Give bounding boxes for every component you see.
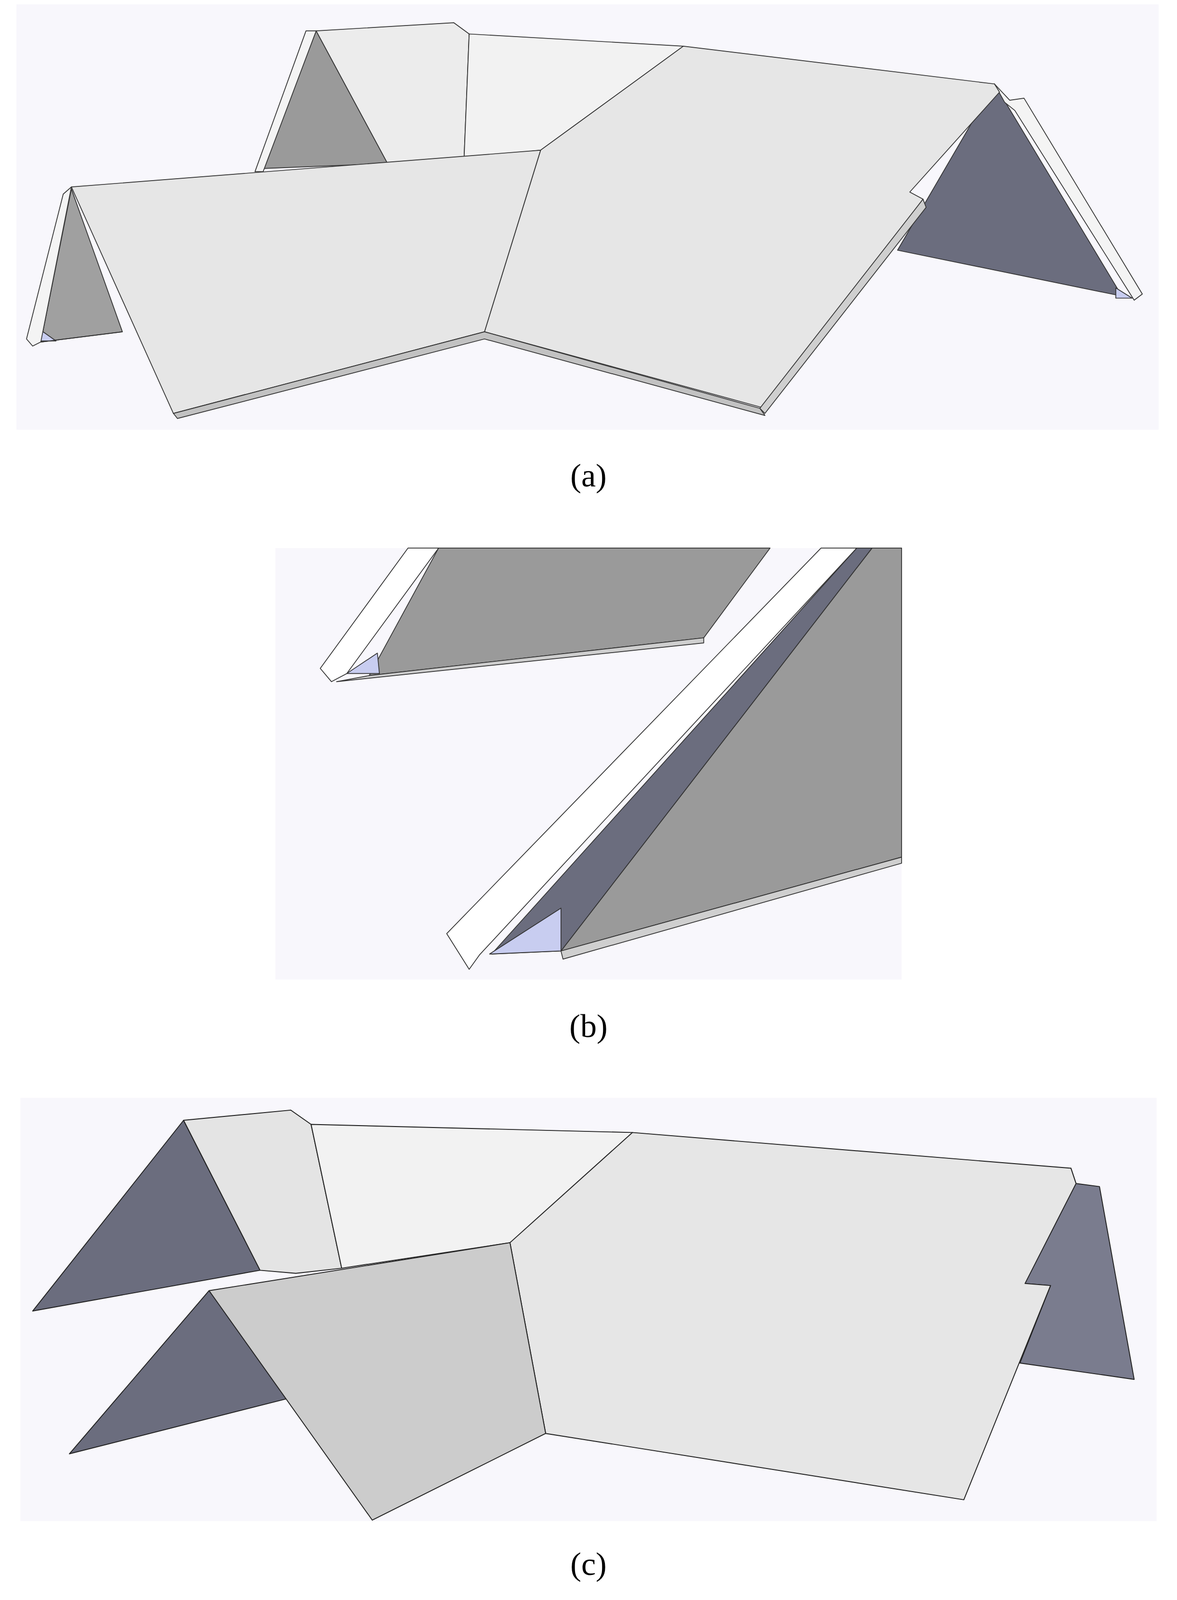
roof-model-a (16, 4, 1159, 430)
roof-face (510, 1132, 1076, 1500)
eave-edge (173, 331, 765, 419)
panel-label: (a) (570, 457, 607, 494)
roof-model-c (20, 1097, 1157, 1521)
gable-side (491, 548, 873, 955)
gable-interior (561, 548, 902, 952)
gable-corner (346, 653, 380, 674)
roof-face (316, 22, 470, 164)
roof-face (71, 150, 541, 414)
panel-label: (b) (569, 1007, 608, 1045)
eave-line (40, 331, 123, 342)
panel-ground (16, 4, 1159, 430)
gable-trim (26, 186, 72, 346)
gable-trim (994, 83, 1143, 301)
roof-model-detail-b (275, 548, 902, 980)
panel-ground (20, 1097, 1157, 1521)
gable-trim (320, 548, 439, 682)
panel-ground (275, 548, 902, 980)
gable-corner (1115, 287, 1133, 299)
roof-face (209, 1242, 546, 1520)
eave-edge (336, 637, 704, 682)
gable-trim (446, 548, 857, 970)
roof-edge (759, 199, 927, 414)
panel-label: (c) (570, 1545, 607, 1583)
gable-trim (254, 30, 316, 172)
